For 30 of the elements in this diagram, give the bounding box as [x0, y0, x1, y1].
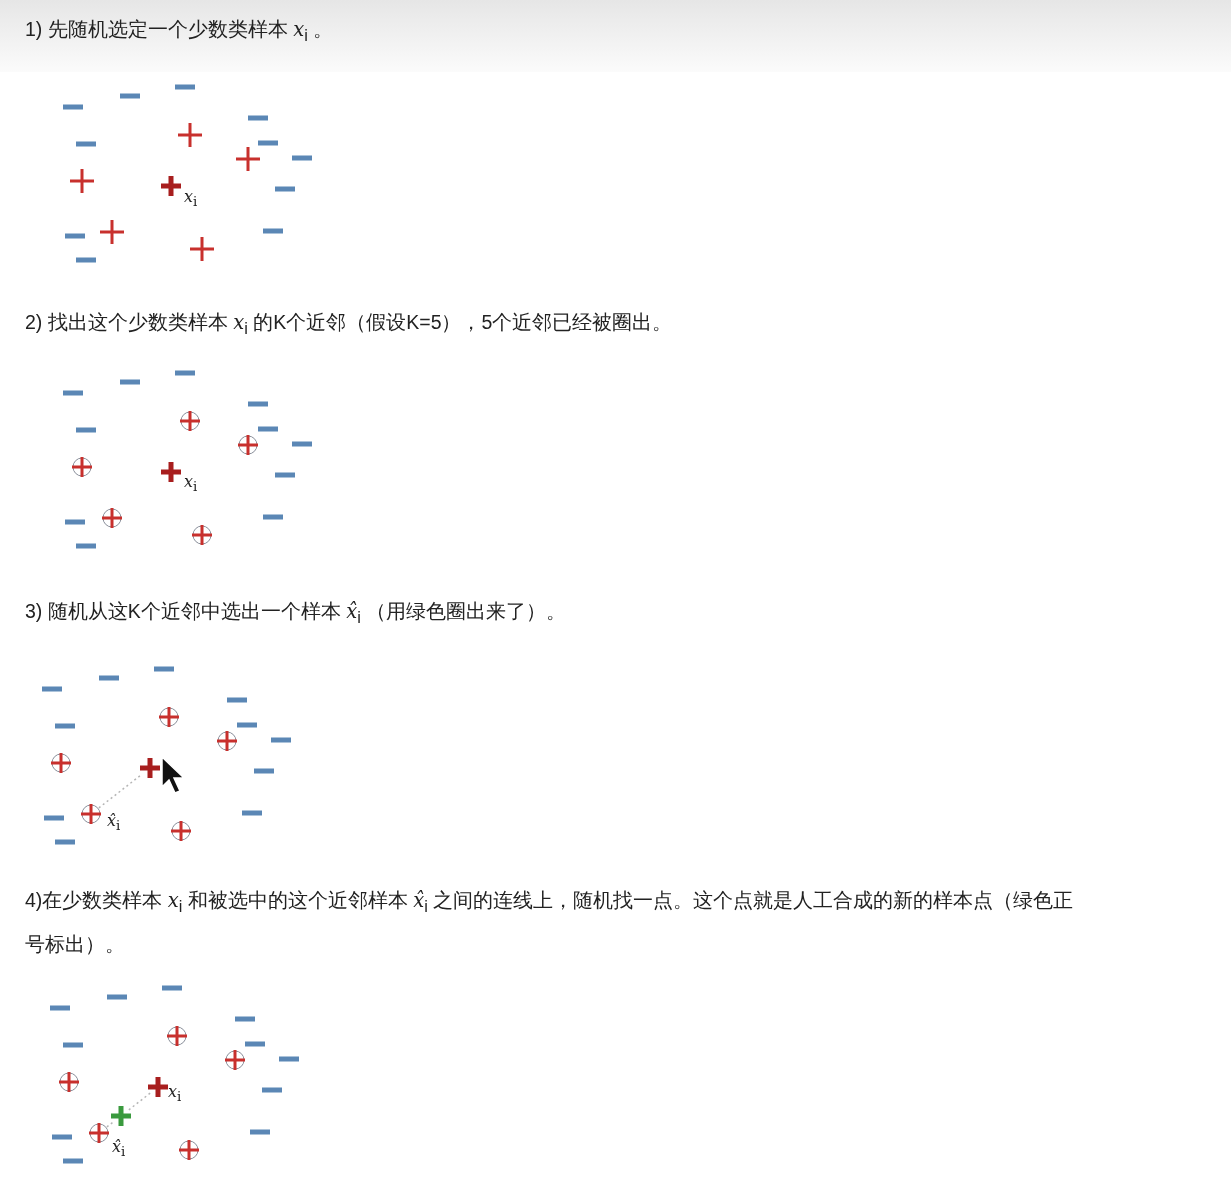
point-label: x$_{i}$	[184, 188, 198, 212]
sample-point-mark	[215, 729, 239, 753]
sample-point-mark	[169, 819, 193, 843]
synthetic-sample-mark	[109, 1104, 133, 1128]
sample-point-mark	[236, 433, 260, 457]
sample-point-mark	[100, 506, 124, 530]
sample-point-mark	[157, 705, 181, 729]
point-label: x̂$_{i}$	[112, 1138, 126, 1162]
sample-point-mark	[190, 523, 214, 547]
sample-point-mark	[165, 1024, 189, 1048]
step-description: 2) 找出这个少数类样本 x$_{i}$ 的K个近邻（假设K=5），5个近邻已经被圈出。	[25, 310, 673, 339]
point-label: x$_{i}$	[168, 1083, 182, 1107]
sample-point-mark	[49, 751, 73, 775]
step-description: 1) 先随机选定一个少数类样本 x$_{i}$ 。	[25, 17, 334, 46]
sample-point-mark	[57, 1070, 81, 1094]
sample-point-mark	[138, 756, 162, 780]
sample-point-mark	[177, 1138, 201, 1162]
step-description: 4)在少数类样本 x$_{i}$ 和被选中的这个近邻样本 x̂$_{i}$ 之间的连线上，随机找一点。这个点就是人工合成的新的样本点（绿色正号标出）。	[25, 888, 1075, 957]
sample-point-mark	[178, 409, 202, 433]
dotted-line	[98, 773, 143, 809]
point-label: x$_{i}$	[184, 473, 198, 497]
sample-point-mark	[87, 1121, 111, 1145]
sample-point-mark	[79, 802, 103, 826]
point-label: x̂$_{i}$	[107, 812, 121, 836]
sample-point-mark	[146, 1075, 170, 1099]
sample-point-mark	[223, 1048, 247, 1072]
sample-point-mark	[70, 455, 94, 479]
dotted-line	[106, 1121, 114, 1128]
step-description: 3) 随机从这K个近邻中选出一个样本 x̂$_{i}$ （用绿色圈出来了）。	[25, 599, 567, 628]
dotted-line	[128, 1092, 151, 1111]
